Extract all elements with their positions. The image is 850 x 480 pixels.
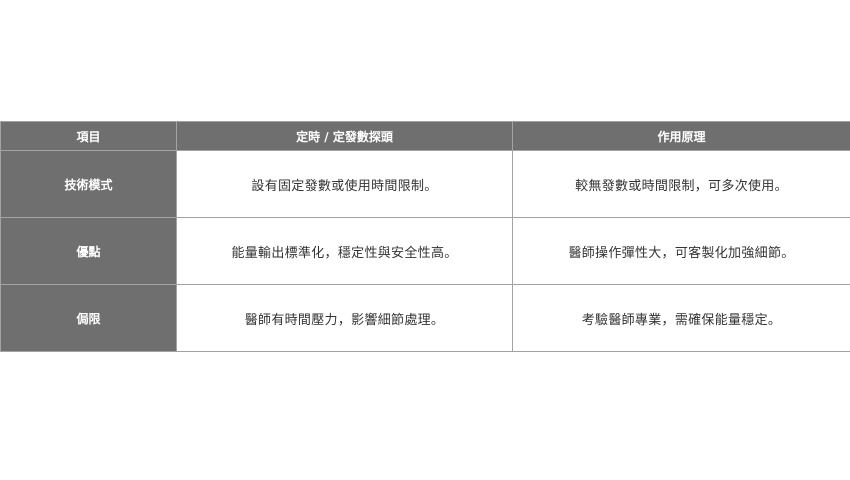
- table-cell: 考驗醫師專業，需確保能量穩定。: [512, 284, 850, 352]
- table-row: 技術模式 設有固定發數或使用時間限制。 較無發數或時間限制，可多次使用。: [0, 150, 850, 218]
- table-cell: 較無發數或時間限制，可多次使用。: [512, 150, 850, 218]
- header-item: 項目: [0, 121, 177, 151]
- table-row: 侷限 醫師有時間壓力，影響細節處理。 考驗醫師專業，需確保能量穩定。: [0, 284, 850, 352]
- header-mechanism: 作用原理: [512, 121, 850, 151]
- row-label-limitations: 侷限: [0, 284, 177, 352]
- table-header-row: 項目 定時 / 定發數探頭 作用原理: [0, 121, 850, 151]
- table-row: 優點 能量輸出標準化，穩定性與安全性高。 醫師操作彈性大，可客製化加強細節。: [0, 217, 850, 285]
- header-timed-probe: 定時 / 定發數探頭: [176, 121, 513, 151]
- row-label-technique-mode: 技術模式: [0, 150, 177, 218]
- table-cell: 設有固定發數或使用時間限制。: [176, 150, 513, 218]
- table-cell: 能量輸出標準化，穩定性與安全性高。: [176, 217, 513, 285]
- row-label-advantages: 優點: [0, 217, 177, 285]
- table-cell: 醫師操作彈性大，可客製化加強細節。: [512, 217, 850, 285]
- table-cell: 醫師有時間壓力，影響細節處理。: [176, 284, 513, 352]
- comparison-table: 項目 定時 / 定發數探頭 作用原理 技術模式 設有固定發數或使用時間限制。 較…: [0, 121, 850, 352]
